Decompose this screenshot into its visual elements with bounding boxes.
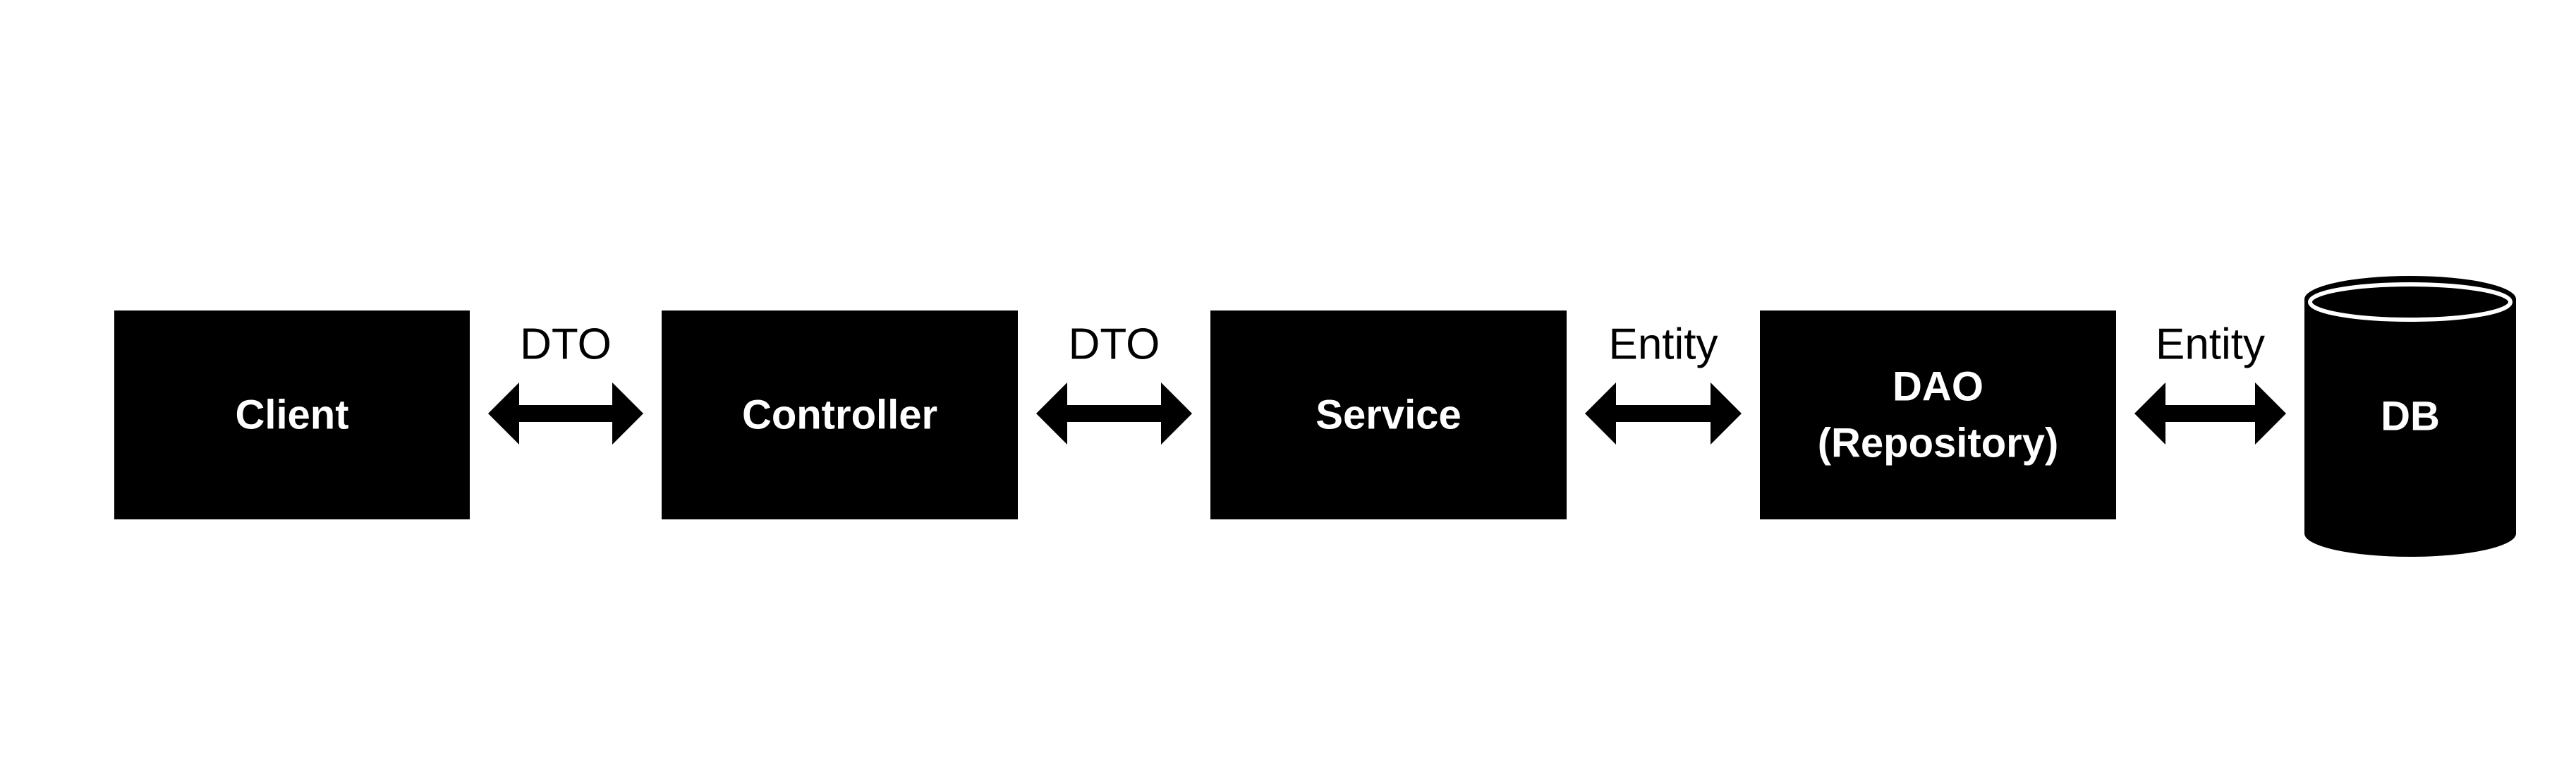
client-label: Client bbox=[235, 392, 348, 438]
edge-label-dao-db: Entity bbox=[2156, 320, 2265, 369]
dao-label-line-2: (Repository) bbox=[1818, 421, 2059, 466]
arrow-dao-db bbox=[2134, 382, 2286, 445]
controller-label: Controller bbox=[742, 392, 937, 438]
db-label: DB bbox=[2381, 394, 2440, 440]
db-cylinder-body bbox=[2304, 299, 2516, 557]
arrow-client-controller bbox=[488, 382, 643, 445]
service-label: Service bbox=[1316, 392, 1461, 438]
service-box bbox=[1210, 310, 1567, 519]
dao-box bbox=[1760, 310, 2116, 519]
arrow-controller-service bbox=[1036, 382, 1192, 445]
edge-label-service-dao: Entity bbox=[1608, 320, 1718, 369]
client-box bbox=[114, 310, 470, 519]
db-cylinder-rim bbox=[2308, 282, 2513, 322]
edge-label-controller-service: DTO bbox=[1069, 320, 1160, 369]
arrow-service-dao bbox=[1585, 382, 1742, 445]
controller-box bbox=[662, 310, 1018, 519]
edge-label-client-controller: DTO bbox=[520, 320, 612, 369]
dao-label-line-1: DAO bbox=[1892, 364, 1983, 410]
